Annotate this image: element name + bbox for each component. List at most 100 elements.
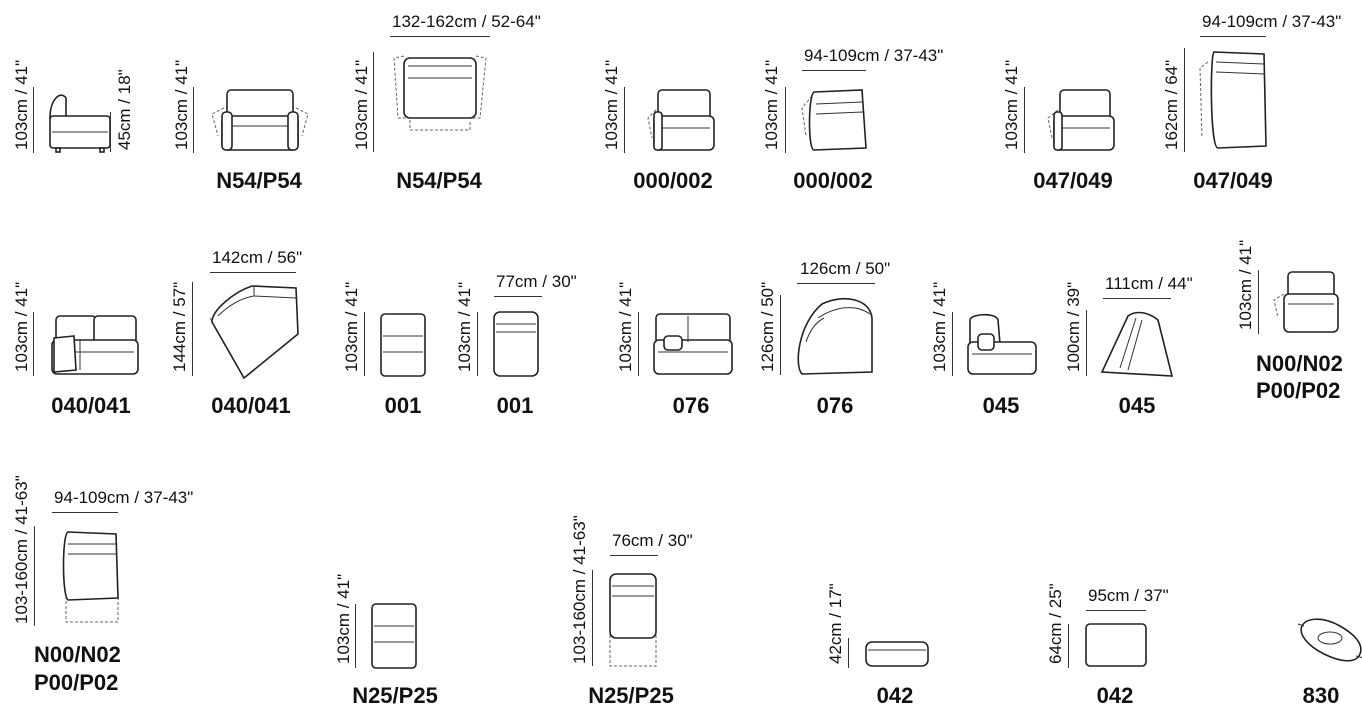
armless-chair-drawing bbox=[380, 313, 426, 377]
dimension-line bbox=[193, 87, 194, 153]
height-dimension: 64cm / 25" bbox=[1046, 583, 1065, 664]
model-code: 830 bbox=[1302, 683, 1340, 708]
dimension-line bbox=[210, 272, 296, 273]
wedge-module-drawing bbox=[1100, 311, 1174, 377]
dimension-line bbox=[785, 87, 786, 153]
dimension-line bbox=[52, 512, 118, 513]
angled-corner-drawing bbox=[209, 285, 299, 380]
model-code: 042 bbox=[1096, 683, 1134, 708]
model-code: 000/002 bbox=[793, 168, 873, 193]
sofa-module-drawing bbox=[211, 89, 309, 151]
model-code: 001 bbox=[384, 393, 422, 418]
dimension-line bbox=[1068, 624, 1069, 668]
model-code-alt: P00/P02 bbox=[1256, 378, 1341, 403]
dimension-line bbox=[34, 526, 35, 626]
dimension-line bbox=[1024, 87, 1025, 153]
height-dimension: 144cm / 57" bbox=[170, 281, 189, 372]
width-dimension: 94-109cm / 37-43" bbox=[1202, 12, 1342, 31]
model-code: 076 bbox=[816, 393, 854, 418]
corner-module-drawing bbox=[653, 313, 733, 375]
dimension-line bbox=[780, 295, 781, 375]
armless-module-drawing bbox=[371, 603, 417, 669]
chaise-corner-drawing bbox=[967, 313, 1037, 375]
corner-sofa-drawing bbox=[51, 315, 139, 375]
model-code: 047/049 bbox=[1193, 168, 1273, 193]
dimension-line bbox=[638, 312, 639, 376]
dimension-line bbox=[1086, 310, 1087, 376]
extendable-armless-drawing bbox=[609, 573, 657, 667]
round-corner-drawing bbox=[797, 297, 873, 375]
width-dimension: 76cm / 30" bbox=[612, 531, 693, 550]
dimension-line bbox=[33, 87, 34, 153]
model-code-alt: P00/P02 bbox=[34, 670, 119, 695]
dimension-line bbox=[1200, 36, 1266, 37]
extendable-chaise-drawing bbox=[62, 531, 119, 623]
width-dimension: 94-109cm / 37-43" bbox=[804, 46, 944, 65]
dimension-line bbox=[390, 36, 490, 37]
width-dimension: 95cm / 37" bbox=[1088, 586, 1169, 605]
dimension-line bbox=[33, 312, 34, 376]
height-dimension: 103cm / 41" bbox=[455, 281, 474, 372]
height-dimension: 103cm / 41" bbox=[616, 281, 635, 372]
dimension-line bbox=[1258, 270, 1259, 334]
dimension-line bbox=[110, 112, 111, 152]
model-code: 047/049 bbox=[1033, 168, 1113, 193]
model-code: N00/N02 bbox=[1256, 351, 1343, 376]
dimension-line bbox=[192, 282, 193, 376]
dimension-line bbox=[848, 638, 849, 668]
width-dimension: 126cm / 50" bbox=[800, 259, 891, 278]
height-dimension: 103cm / 41" bbox=[334, 573, 353, 664]
model-code: 042 bbox=[876, 683, 914, 708]
height-dimension: 103cm / 41" bbox=[762, 59, 781, 150]
model-code: 001 bbox=[496, 393, 534, 418]
cushion-accessory-drawing bbox=[1297, 618, 1362, 662]
dimension-line bbox=[1184, 48, 1185, 152]
model-code: 040/041 bbox=[211, 393, 291, 418]
model-code: N54/P54 bbox=[396, 168, 482, 193]
dimension-line bbox=[364, 312, 365, 376]
model-code: 045 bbox=[982, 393, 1020, 418]
dimension-line bbox=[802, 70, 866, 71]
model-code: N25/P25 bbox=[352, 683, 438, 708]
chaise-module-drawing bbox=[647, 89, 715, 151]
dimension-line bbox=[1103, 298, 1171, 299]
width-dimension: 94-109cm / 37-43" bbox=[54, 488, 194, 507]
model-code: 045 bbox=[1118, 393, 1156, 418]
dimension-line bbox=[373, 52, 374, 152]
dimension-line bbox=[952, 312, 953, 376]
ottoman-top-drawing bbox=[1085, 623, 1147, 667]
ottoman-side-drawing bbox=[865, 641, 929, 667]
height-dimension: 103cm / 41" bbox=[1236, 239, 1255, 330]
corner-module-drawing bbox=[801, 89, 867, 151]
armchair-side-drawing bbox=[49, 94, 111, 153]
seat-height-dimension: 45cm / 18" bbox=[115, 69, 134, 150]
height-dimension: 103cm / 41" bbox=[172, 59, 191, 150]
height-dimension: 103-160cm / 41-63" bbox=[570, 515, 589, 664]
model-code: 076 bbox=[672, 393, 710, 418]
height-dimension: 103cm / 41" bbox=[602, 59, 621, 150]
dimension-line bbox=[494, 296, 542, 297]
height-dimension: 126cm / 50" bbox=[758, 281, 777, 372]
height-dimension: 42cm / 17" bbox=[826, 583, 845, 664]
armless-chair-top-drawing bbox=[493, 311, 539, 377]
dimension-line bbox=[610, 555, 658, 556]
sofa-module-front-drawing bbox=[393, 55, 487, 131]
height-dimension: 103cm / 41" bbox=[12, 281, 31, 372]
dimension-line bbox=[797, 283, 875, 284]
width-dimension: 111cm / 44" bbox=[1105, 274, 1193, 293]
dimension-line bbox=[624, 87, 625, 153]
chaise-top-drawing bbox=[1199, 51, 1267, 149]
width-dimension: 142cm / 56" bbox=[212, 248, 303, 267]
height-dimension: 103-160cm / 41-63" bbox=[12, 475, 31, 624]
width-dimension: 132-162cm / 52-64" bbox=[392, 12, 541, 31]
height-dimension: 100cm / 39" bbox=[1064, 281, 1083, 372]
height-dimension: 103cm / 41" bbox=[342, 281, 361, 372]
model-code: N54/P54 bbox=[216, 168, 302, 193]
model-code: 040/041 bbox=[51, 393, 131, 418]
model-code: N25/P25 bbox=[588, 683, 674, 708]
model-code: 000/002 bbox=[633, 168, 713, 193]
height-dimension: 103cm / 41" bbox=[1002, 59, 1021, 150]
dimension-line bbox=[592, 570, 593, 666]
height-dimension: 162cm / 64" bbox=[1162, 59, 1181, 150]
chaise-module-drawing bbox=[1273, 271, 1339, 333]
